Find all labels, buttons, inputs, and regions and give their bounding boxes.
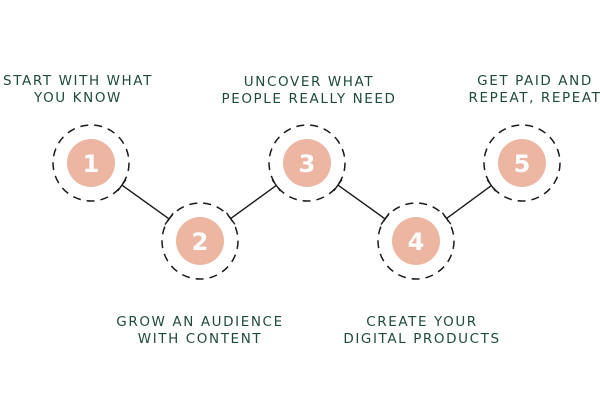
step-1-label: START WITH WHAT YOU KNOW — [3, 73, 153, 107]
dashed-ring — [377, 202, 455, 280]
step-4-label-line-1: CREATE YOUR — [366, 314, 478, 330]
step-2-label: GROW AN AUDIENCE WITH CONTENT — [116, 314, 283, 348]
step-3-number: 3 — [299, 150, 316, 178]
step-5-node: 5 — [483, 124, 561, 202]
step-5-label-line-2: REPEAT, REPEAT — [468, 90, 600, 106]
step-4-label: CREATE YOUR DIGITAL PRODUCTS — [343, 314, 500, 348]
step-circle — [67, 139, 115, 187]
step-4-number: 4 — [408, 228, 425, 256]
step-circle — [498, 139, 546, 187]
step-4-label-line-2: DIGITAL PRODUCTS — [343, 331, 501, 347]
connector-line — [337, 184, 386, 220]
dashed-ring — [483, 124, 561, 202]
step-circle — [283, 139, 331, 187]
connector-4-5 — [441, 179, 497, 225]
step-2-number: 2 — [192, 228, 209, 256]
step-circle — [392, 217, 440, 265]
step-5-label: GET PAID AND REPEAT, REPEAT — [468, 73, 600, 107]
step-5-number: 5 — [514, 150, 531, 178]
connector-3-4 — [333, 179, 390, 225]
connector-line — [121, 184, 170, 220]
step-1-node: 1 — [52, 124, 130, 202]
step-circle — [176, 217, 224, 265]
step-3-label: UNCOVER WHAT PEOPLE REALLY NEED — [221, 74, 396, 108]
step-4-node: 4 — [377, 202, 455, 280]
dashed-ring — [52, 124, 130, 202]
step-3-node: 3 — [268, 124, 346, 202]
step-2-label-line-2: WITH CONTENT — [137, 331, 263, 347]
step-1-number: 1 — [83, 150, 100, 178]
connector-line — [446, 184, 492, 220]
step-1-label-line-2: YOU KNOW — [33, 90, 123, 106]
connector-line — [230, 184, 277, 220]
connector-2-3 — [226, 179, 281, 225]
dashed-ring — [268, 124, 346, 202]
step-5-label-line-1: GET PAID AND — [477, 73, 593, 89]
step-1-label-line-1: START WITH WHAT — [3, 73, 153, 89]
step-2-node: 2 — [161, 202, 239, 280]
step-2-label-line-1: GROW AN AUDIENCE — [116, 314, 284, 330]
step-3-label-line-2: PEOPLE REALLY NEED — [221, 91, 397, 107]
dashed-ring — [161, 202, 239, 280]
step-3-label-line-1: UNCOVER WHAT — [243, 74, 375, 90]
connector-1-2 — [117, 179, 174, 225]
